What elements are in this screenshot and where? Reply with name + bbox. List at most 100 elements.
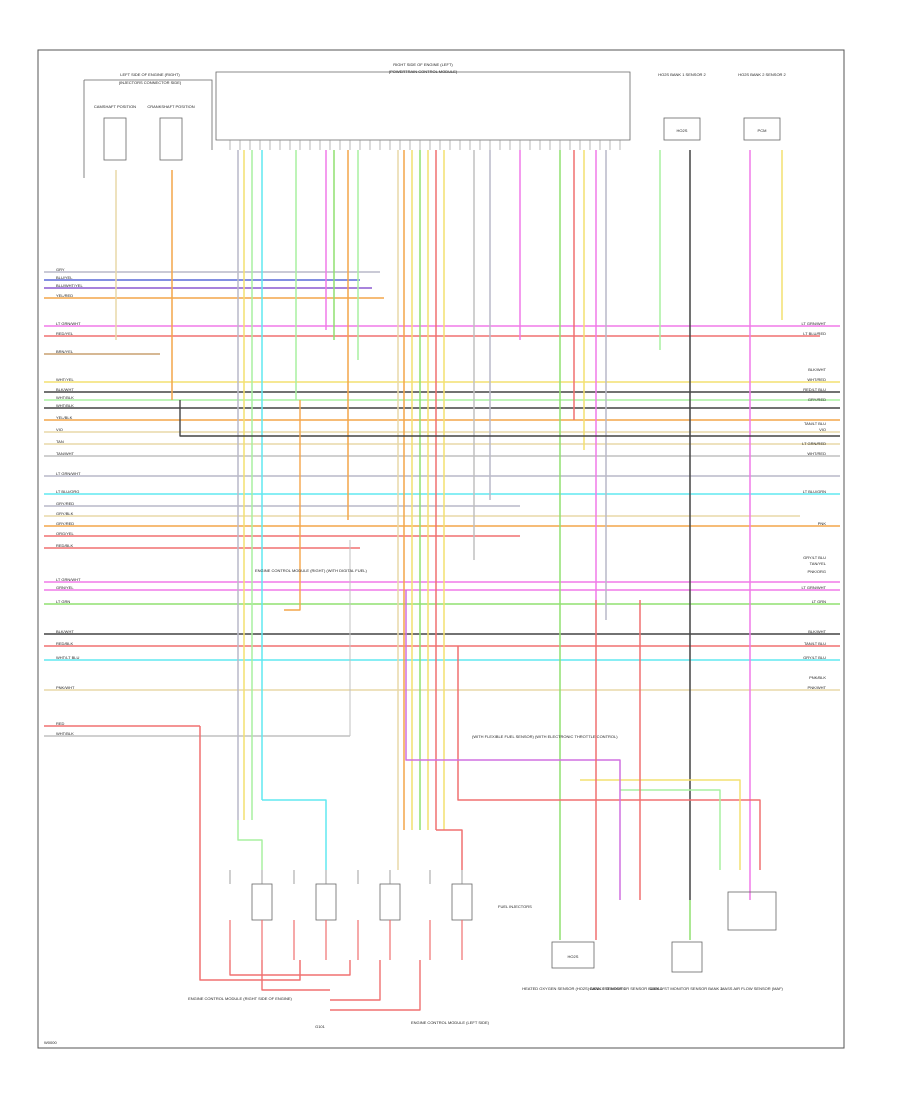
bottom-mid-note: ENGINE CONTROL MODULE (LEFT SIDE) — [411, 1020, 490, 1025]
right-wire-label: VIO — [819, 427, 826, 432]
left-wire-label: LT GRN/WHT — [56, 577, 81, 582]
right-wire-label: BLK/WHT — [808, 367, 826, 372]
ground-bus-4 — [330, 960, 421, 1011]
right-wire-label: GRY/LT BLU — [803, 555, 826, 560]
right-wire-label: LT GRN/WHT — [801, 585, 826, 590]
right-wire-label: TAN/YEL — [810, 561, 827, 566]
wire-harness — [44, 140, 840, 1011]
left-wire-label: YEL/BLK — [56, 415, 73, 420]
left-wire-label: WHT/YEL — [56, 377, 75, 382]
left-wire-label: WHT/BLK — [56, 731, 74, 736]
right-wire-label: PNK — [818, 521, 827, 526]
right-wire-label: LT GRN/RED — [802, 441, 826, 446]
left-wire-label: BLK/WHT — [56, 387, 74, 392]
right-wire-labels: LT GRN/WHT LT BLU/RED BLK/WHT WHT/RED RED/LT… — [801, 321, 826, 690]
bottom-component-cat-1: CATALYST MONITOR SENSOR BANK 1 — [590, 986, 664, 991]
right-wire-label: PNK/BLK — [809, 675, 826, 680]
o2-left-title: HO2S BANK 1 SENSOR 2 — [658, 72, 706, 77]
left-wire-label: BLU/YEL — [56, 275, 73, 280]
routed-wire-d — [436, 829, 463, 870]
left-wire-label: GRY/RED — [56, 521, 74, 526]
mid-note: (WITH FLEXIBLE FUEL SENSOR) (WITH ELECTR… — [472, 734, 618, 739]
o2-right-title: HO2S BANK 2 SENSOR 2 — [738, 72, 786, 77]
coil-label: FUEL INJECTORS — [498, 904, 532, 909]
left-wire-label: GRY — [56, 267, 65, 272]
left-wire-label: LT GRN/WHT — [56, 471, 81, 476]
right-wire-label: LT BLU/RED — [803, 331, 826, 336]
routed-wire-h — [620, 789, 721, 870]
bottom-component-ho2s: HEATED OXYGEN SENSOR (HO2S) BANK 1 SENSO… — [522, 986, 626, 991]
routed-wire-e — [199, 726, 301, 981]
left-wire-label: GRN/YEL — [56, 585, 74, 590]
top-center-group-title: RIGHT SIDE OF ENGINE (LEFT) — [393, 62, 453, 67]
right-wire-label: GRY/RED — [808, 397, 826, 402]
routed-wire-f — [457, 646, 761, 870]
routed-wire-a — [237, 820, 263, 870]
injector-coil-5 — [379, 883, 401, 921]
left-wire-label: BLK/WHT — [56, 629, 74, 634]
right-wire-label: TAN/LT BLU — [804, 641, 826, 646]
left-wire-label: RED — [56, 721, 65, 726]
left-wire-label: VIO — [56, 427, 63, 432]
left-wire-label: RED/YEL — [56, 331, 74, 336]
right-wire-label: BLK/WHT — [808, 629, 826, 634]
right-wire-label: PNK/WHT — [808, 685, 827, 690]
ground-ref: G101 — [315, 1024, 326, 1029]
top-left-group-title: LEFT SIDE OF ENGINE (RIGHT) — [120, 72, 180, 77]
right-wire-label: GRY/LT BLU — [803, 655, 826, 660]
routed-wire-o — [284, 400, 301, 611]
left-wire-label: WHT/LT BLU — [56, 655, 80, 660]
left-wire-label: BLU/WHT/YEL — [56, 283, 83, 288]
routed-wire-g — [580, 779, 741, 870]
ho2s-box-label: HO2S — [568, 954, 579, 959]
o2-left-box-label: HO2S — [677, 128, 688, 133]
right-wire-label: LT BLU/GRN — [803, 489, 826, 494]
bottom-component-maf: MASS AIR FLOW SENSOR (MAF) — [721, 986, 783, 991]
right-wire-label: WHT/RED — [807, 451, 826, 456]
injector-coil-7 — [451, 883, 473, 921]
right-wire-label: RED/LT BLU — [803, 387, 826, 392]
ground-bus-1 — [229, 960, 351, 976]
left-wire-label: BRN/YEL — [56, 349, 74, 354]
left-wire-label: LT GRN — [56, 599, 70, 604]
left-wire-labels: GRY BLU/YEL BLU/WHT/YEL YEL/RED LT GRN/WHT RE… — [56, 267, 83, 736]
top-center-group-subtitle: (POWERTRAIN CONTROL MODULE) — [389, 69, 458, 74]
diagram-border — [37, 49, 845, 1049]
left-wire-label: WHT/BLK — [56, 395, 74, 400]
injector-coil-1 — [251, 883, 273, 921]
left-wire-label: ORG/YEL — [56, 531, 75, 536]
bottom-components — [551, 891, 777, 973]
left-wire-label: PNK/WHT — [56, 685, 75, 690]
routed-wire-b — [262, 799, 327, 870]
left-wire-label: RED/BLK — [56, 641, 73, 646]
top-connector-group — [83, 71, 781, 178]
left-wire-label: GRY/RED — [56, 501, 74, 506]
right-wire-label: LT GRN — [812, 599, 826, 604]
ground-bus-3 — [330, 960, 381, 1001]
left-wire-label: YEL/RED — [56, 293, 73, 298]
ground-note: ENGINE CONTROL MODULE (RIGHT) (WITH DIGI… — [255, 568, 368, 573]
left-wire-label: WHT/BLK — [56, 403, 74, 408]
fuel-injector-bank — [229, 870, 473, 960]
left-wire-label: TAN/WHT — [56, 451, 74, 456]
left-wire-label: GRY/BLK — [56, 511, 74, 516]
routed-wire-j — [405, 590, 621, 900]
bottom-left-note: ENGINE CONTROL MODULE (RIGHT SIDE OF ENG… — [188, 996, 292, 1001]
right-wire-label: WHT/RED — [807, 377, 826, 382]
footer-code: W0000 — [44, 1040, 57, 1045]
o2-right-box-label: PCM — [758, 128, 767, 133]
left-wire-label: LT GRN/WHT — [56, 321, 81, 326]
crankshaft-sensor-label: CRANKSHAFT POSITION — [147, 104, 194, 109]
injector-coil-3 — [315, 883, 337, 921]
left-wire-label: RED/BLK — [56, 543, 73, 548]
right-wire-label: LT GRN/WHT — [801, 321, 826, 326]
bottom-component-cat-2: CATALYST MONITOR SENSOR BANK 2 — [650, 986, 724, 991]
left-wire-label: LT BLU/ORG — [56, 489, 79, 494]
routed-wire-n — [179, 400, 840, 437]
left-wire-label: TAN — [56, 439, 64, 444]
camshaft-sensor-label: CAMSHAFT POSITION — [94, 104, 136, 109]
ground-bus-2 — [261, 960, 330, 991]
right-wire-label: PNK/ORG — [808, 569, 826, 574]
